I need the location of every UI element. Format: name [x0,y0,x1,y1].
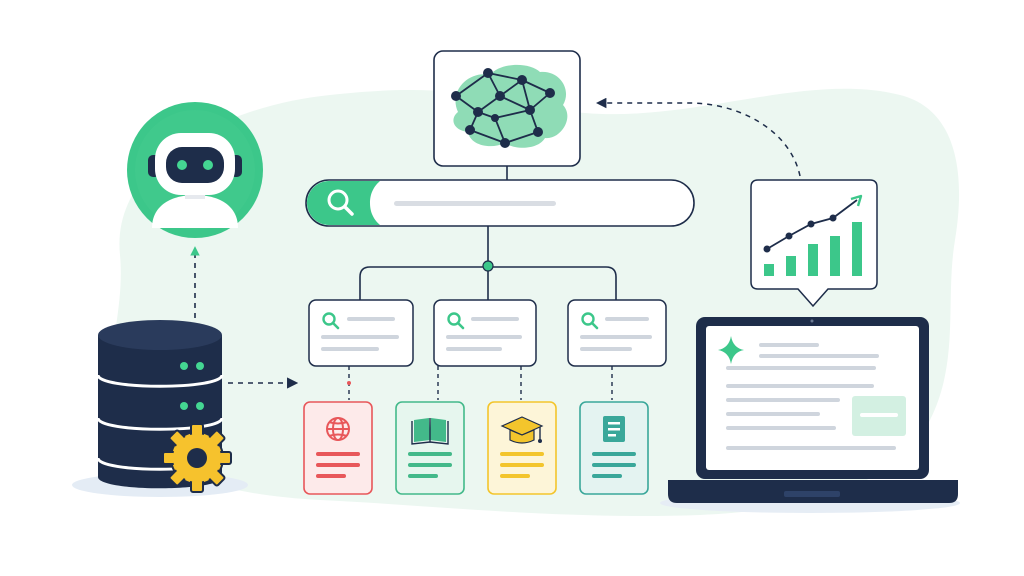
query-text-placeholder [394,201,556,206]
neural-brain-icon [451,64,568,148]
branch-lines [359,266,617,300]
graduation-cap-icon [500,416,544,444]
source-card-web[interactable] [303,401,373,495]
query-search-bar[interactable] [305,179,695,227]
knowledge-brain-box [433,50,581,167]
result-card[interactable] [308,299,414,367]
book-icon [411,418,449,445]
search-icon [327,189,354,216]
assistant-avatar [127,102,263,238]
search-icon [322,312,340,330]
source-card-book[interactable] [395,401,465,495]
insight-to-knowledge-arrow [595,97,801,177]
laptop-screen-content [718,336,906,450]
search-icon [581,312,599,330]
document-icon [603,416,625,442]
growth-chart-icon [763,194,863,276]
result-card[interactable] [433,299,537,367]
globe-icon [326,417,350,441]
source-card-document[interactable] [579,401,649,495]
result-card[interactable] [567,299,667,367]
laptop-output [660,317,960,513]
insight-chart-bubble [750,179,878,308]
server-database [72,320,248,497]
search-icon [447,312,465,330]
robot-icon [148,133,242,228]
gear-icon [162,423,232,493]
sparkle-icon [718,336,744,364]
source-card-academic[interactable] [487,401,557,495]
branch-node [482,260,494,272]
